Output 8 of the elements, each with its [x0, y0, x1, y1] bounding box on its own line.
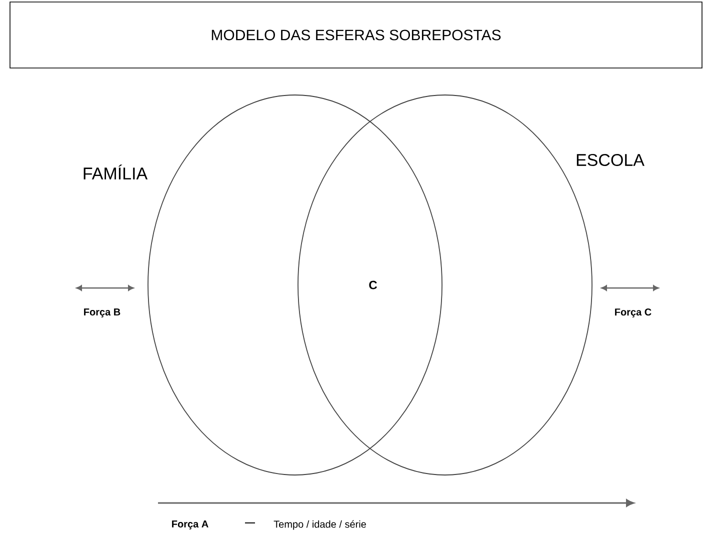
- title-box: MODELO DAS ESFERAS SOBREPOSTAS: [10, 2, 702, 68]
- intersection-label: C: [369, 280, 378, 290]
- axis-label: Tempo / idade / série: [274, 520, 366, 530]
- dash-label: —: [245, 522, 255, 524]
- node-label: FAMÍLIA: [84, 164, 148, 180]
- force-label: Força B: [84, 308, 120, 318]
- force-label: Força C: [615, 308, 652, 318]
- force-label: Força A: [172, 520, 208, 530]
